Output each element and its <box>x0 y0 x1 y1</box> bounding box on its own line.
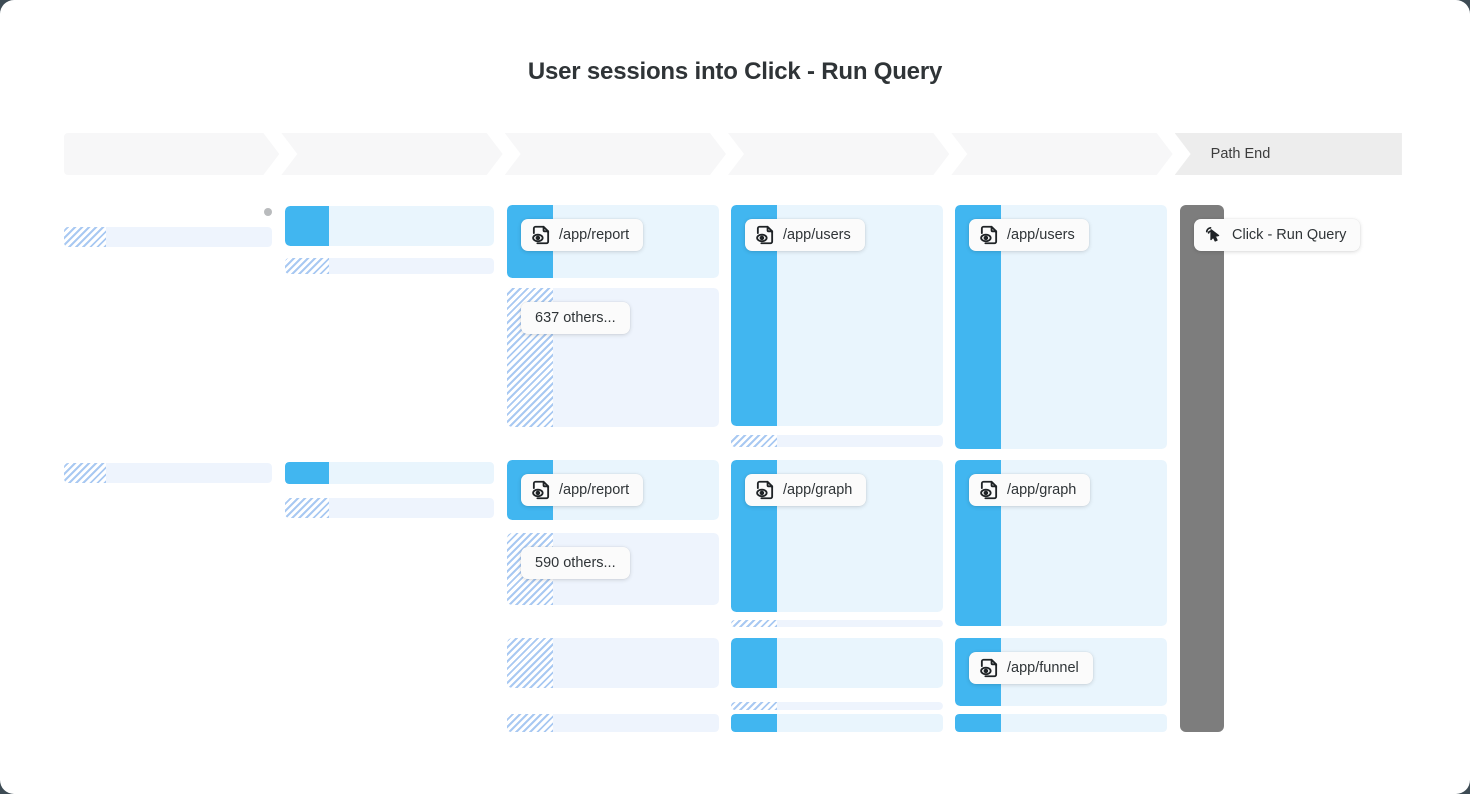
sankey-node-track <box>731 702 943 710</box>
sankey-node-track <box>285 462 494 484</box>
click-cursor-icon <box>1205 226 1220 242</box>
sankey-node-c1-n0[interactable] <box>285 206 494 246</box>
sankey-node-label-c5-n0[interactable]: Click - Run Query <box>1194 219 1361 251</box>
drag-handle-dot[interactable] <box>264 208 272 216</box>
sankey-node-value-fill <box>64 227 106 247</box>
sankey-node-value-fill <box>731 435 777 447</box>
sankey-node-value-fill <box>731 702 777 710</box>
sankey-node-label-c2-n3[interactable]: 590 others... <box>521 547 630 579</box>
sankey-node-c3-n5[interactable] <box>731 702 943 710</box>
sankey-node-label-c2-n2[interactable]: /app/report <box>521 474 644 506</box>
sankey-node-track <box>731 435 943 447</box>
sankey-node-label-text: 637 others... <box>535 310 616 326</box>
pageview-icon <box>532 480 550 500</box>
sankey-node-label-c3-n2[interactable]: /app/graph <box>745 474 867 506</box>
path-step-1[interactable] <box>281 133 502 175</box>
sankey-node-c2-n4[interactable] <box>507 638 719 688</box>
sankey-node-track <box>64 463 272 483</box>
sankey-node-value-fill <box>731 620 777 627</box>
sankey-node-value-fill <box>731 638 777 688</box>
pageview-icon <box>980 658 998 678</box>
pageview-icon <box>980 480 998 500</box>
sankey-node-label-c4-n1[interactable]: /app/graph <box>969 474 1091 506</box>
path-step-5-path-end[interactable]: Path End <box>1174 133 1402 175</box>
sankey-node-c3-n6[interactable] <box>731 714 943 732</box>
path-step-0[interactable] <box>64 133 279 175</box>
pageview-icon <box>980 225 998 245</box>
sankey-node-c0-n0[interactable] <box>64 227 272 247</box>
sankey-node-track <box>955 714 1167 732</box>
sankey-node-label-c2-n1[interactable]: 637 others... <box>521 302 630 334</box>
sankey-node-value-fill <box>64 463 106 483</box>
sankey-node-value-fill <box>955 714 1001 732</box>
sankey-node-c2-n5[interactable] <box>507 714 719 732</box>
sankey-node-label-c2-n0[interactable]: /app/report <box>521 219 644 251</box>
pageview-icon <box>756 225 774 245</box>
sankey-node-value-fill <box>507 714 553 732</box>
sankey-node-label-text: 590 others... <box>535 555 616 571</box>
sankey-node-c1-n3[interactable] <box>285 498 494 518</box>
path-step-header: Path End <box>64 133 1402 175</box>
sankey-node-path-end[interactable] <box>1180 205 1224 732</box>
sankey-node-label-text: Click - Run Query <box>1232 227 1347 243</box>
sankey-node-label-text: /app/graph <box>1007 482 1077 498</box>
sankey-canvas: /app/report 637 others... /app/report 590 o… <box>0 195 1470 732</box>
sankey-node-track <box>285 498 494 518</box>
path-step-3[interactable] <box>728 133 949 175</box>
sankey-node-value-fill <box>731 714 777 732</box>
sankey-node-track <box>731 714 943 732</box>
sankey-node-c1-n2[interactable] <box>285 462 494 484</box>
sankey-node-value-fill <box>285 462 329 484</box>
sankey-node-label-text: /app/users <box>783 227 851 243</box>
sankey-node-label-text: /app/graph <box>783 482 853 498</box>
sankey-node-c3-n4[interactable] <box>731 638 943 688</box>
sankey-node-c3-n1[interactable] <box>731 435 943 447</box>
sankey-node-c0-n1[interactable] <box>64 463 272 483</box>
pageview-icon <box>756 480 774 500</box>
sankey-node-value-fill <box>285 258 329 274</box>
sankey-node-label-text: /app/funnel <box>1007 660 1079 676</box>
pageview-icon <box>532 225 550 245</box>
sankey-node-value-fill <box>285 498 329 518</box>
path-step-5-label: Path End <box>1210 146 1271 162</box>
path-step-4[interactable] <box>951 133 1172 175</box>
sankey-node-track <box>507 714 719 732</box>
sankey-node-track <box>731 620 943 627</box>
path-step-2[interactable] <box>505 133 726 175</box>
sankey-node-value-fill <box>285 206 329 246</box>
sankey-node-c3-n3[interactable] <box>731 620 943 627</box>
sankey-node-label-c4-n2[interactable]: /app/funnel <box>969 652 1093 684</box>
page-title: User sessions into Click - Run Query <box>527 58 943 85</box>
sankey-node-label-text: /app/report <box>559 227 630 243</box>
sankey-node-value-fill <box>507 638 553 688</box>
sankey-node-label-c4-n0[interactable]: /app/users <box>969 219 1089 251</box>
sankey-node-c1-n1[interactable] <box>285 258 494 274</box>
sankey-node-label-text: /app/users <box>1007 227 1075 243</box>
sankey-node-label-c3-n0[interactable]: /app/users <box>745 219 865 251</box>
sankey-node-track <box>285 258 494 274</box>
sankey-node-track <box>64 227 272 247</box>
sankey-node-label-text: /app/report <box>559 482 630 498</box>
sankey-node-c4-n3[interactable] <box>955 714 1167 732</box>
